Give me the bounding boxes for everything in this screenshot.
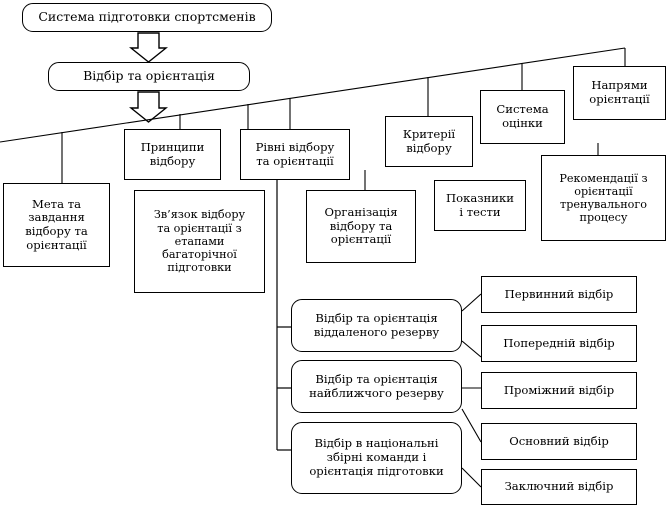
node-link-stages[interactable]: Зв’язок відбору та орієнтації з етапами … bbox=[134, 190, 265, 293]
node-root-label: Система підготовки спортсменів bbox=[38, 9, 256, 25]
node-link-stages-label: Зв’язок відбору та орієнтації з етапами … bbox=[153, 208, 246, 275]
node-near-reserve-label: Відбір та орієнтація найближчого резерву bbox=[309, 371, 444, 400]
node-primary-selection[interactable]: Первинний відбір bbox=[481, 276, 637, 313]
node-distant-reserve-label: Відбір та орієнтація віддаленого резерву bbox=[313, 310, 440, 339]
node-organization-label: Організація відбору та орієнтації bbox=[324, 204, 398, 247]
node-indicators-tests[interactable]: Показники і тести bbox=[434, 180, 526, 231]
node-organization[interactable]: Організація відбору та орієнтації bbox=[306, 190, 416, 263]
node-preliminary-selection[interactable]: Попередній відбір bbox=[481, 325, 637, 362]
block-arrow-level1-to-branches bbox=[129, 91, 168, 123]
node-assessment-system-label: Система оцінки bbox=[496, 102, 549, 130]
node-root[interactable]: Система підготовки спортсменів bbox=[22, 3, 272, 32]
node-final-selection-label: Заключний відбір bbox=[504, 479, 614, 494]
block-arrow-root-to-level1 bbox=[129, 32, 168, 63]
node-criteria-label: Критерії відбору bbox=[402, 126, 456, 155]
node-distant-reserve[interactable]: Відбір та орієнтація віддаленого резерву bbox=[291, 299, 462, 352]
node-recommendations[interactable]: Рекомендації з орієнтації тренувального … bbox=[541, 155, 666, 241]
node-intermediate-selection-label: Проміжний відбір bbox=[503, 382, 615, 397]
node-level1[interactable]: Відбір та орієнтація bbox=[48, 62, 250, 91]
node-orientation-directions[interactable]: Напрями орієнтації bbox=[573, 66, 666, 120]
node-national-teams[interactable]: Відбір в національні збірні команди і ор… bbox=[291, 422, 462, 494]
node-final-selection[interactable]: Заключний відбір bbox=[481, 469, 637, 505]
node-primary-selection-label: Первинний відбір bbox=[504, 286, 614, 301]
node-goal-tasks[interactable]: Мета та завдання відбору та орієнтації bbox=[3, 183, 110, 267]
node-assessment-system[interactable]: Система оцінки bbox=[480, 90, 565, 144]
node-national-teams-label: Відбір в національні збірні команди і ор… bbox=[309, 436, 444, 478]
node-main-selection-label: Основний відбір bbox=[509, 433, 609, 448]
connector-levels-to-reserves bbox=[276, 170, 291, 451]
node-principles-label: Принципи відбору bbox=[140, 139, 205, 168]
node-level1-label: Відбір та орієнтація bbox=[83, 68, 215, 84]
node-near-reserve[interactable]: Відбір та орієнтація найближчого резерву bbox=[291, 360, 462, 413]
node-main-selection[interactable]: Основний відбір bbox=[481, 423, 637, 460]
node-recommendations-label: Рекомендації з орієнтації тренувального … bbox=[559, 171, 648, 225]
node-principles[interactable]: Принципи відбору bbox=[124, 129, 221, 180]
node-criteria[interactable]: Критерії відбору bbox=[385, 116, 473, 167]
node-levels[interactable]: Рівні відбору та орієнтації bbox=[240, 129, 350, 180]
node-intermediate-selection[interactable]: Проміжний відбір bbox=[481, 372, 637, 409]
node-goal-tasks-label: Мета та завдання відбору та орієнтації bbox=[25, 196, 88, 252]
connector-reserves-to-selections bbox=[461, 293, 482, 488]
node-levels-label: Рівні відбору та орієнтації bbox=[255, 139, 335, 168]
node-preliminary-selection-label: Попередній відбір bbox=[503, 335, 615, 350]
node-indicators-tests-label: Показники і тести bbox=[445, 190, 514, 219]
node-orientation-directions-label: Напрями орієнтації bbox=[589, 78, 650, 106]
